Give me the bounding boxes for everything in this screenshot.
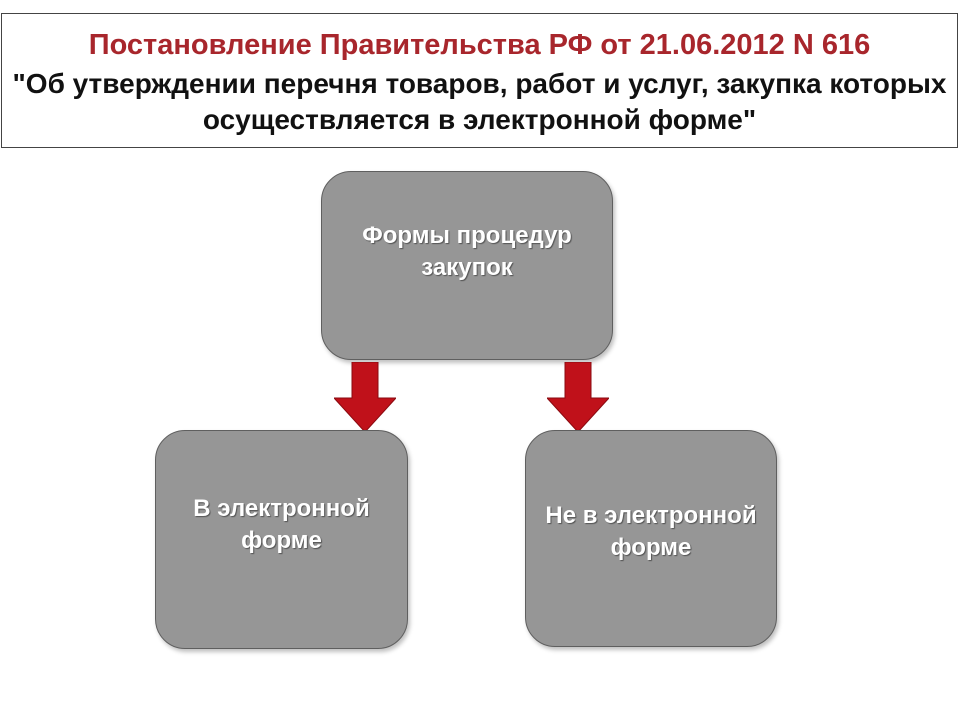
child-node-electronic: В электронной форме	[155, 430, 408, 649]
child-node-non-electronic: Не в электронной форме	[525, 430, 777, 647]
child-node-label: Не в электронной форме	[545, 501, 757, 561]
arrow-down-icon	[334, 362, 396, 432]
root-node: Формы процедур закупок	[321, 171, 613, 360]
decree-title: Постановление Правительства РФ от 21.06.…	[88, 29, 871, 61]
decree-subtitle: "Об утверждении перечня товаров, работ и…	[12, 68, 947, 135]
child-node-label: В электронной форме	[193, 494, 370, 554]
root-node-label: Формы процедур закупок	[362, 221, 572, 281]
header-panel: Постановление Правительства РФ от 21.06.…	[1, 13, 958, 148]
arrow-down-icon	[547, 362, 609, 432]
